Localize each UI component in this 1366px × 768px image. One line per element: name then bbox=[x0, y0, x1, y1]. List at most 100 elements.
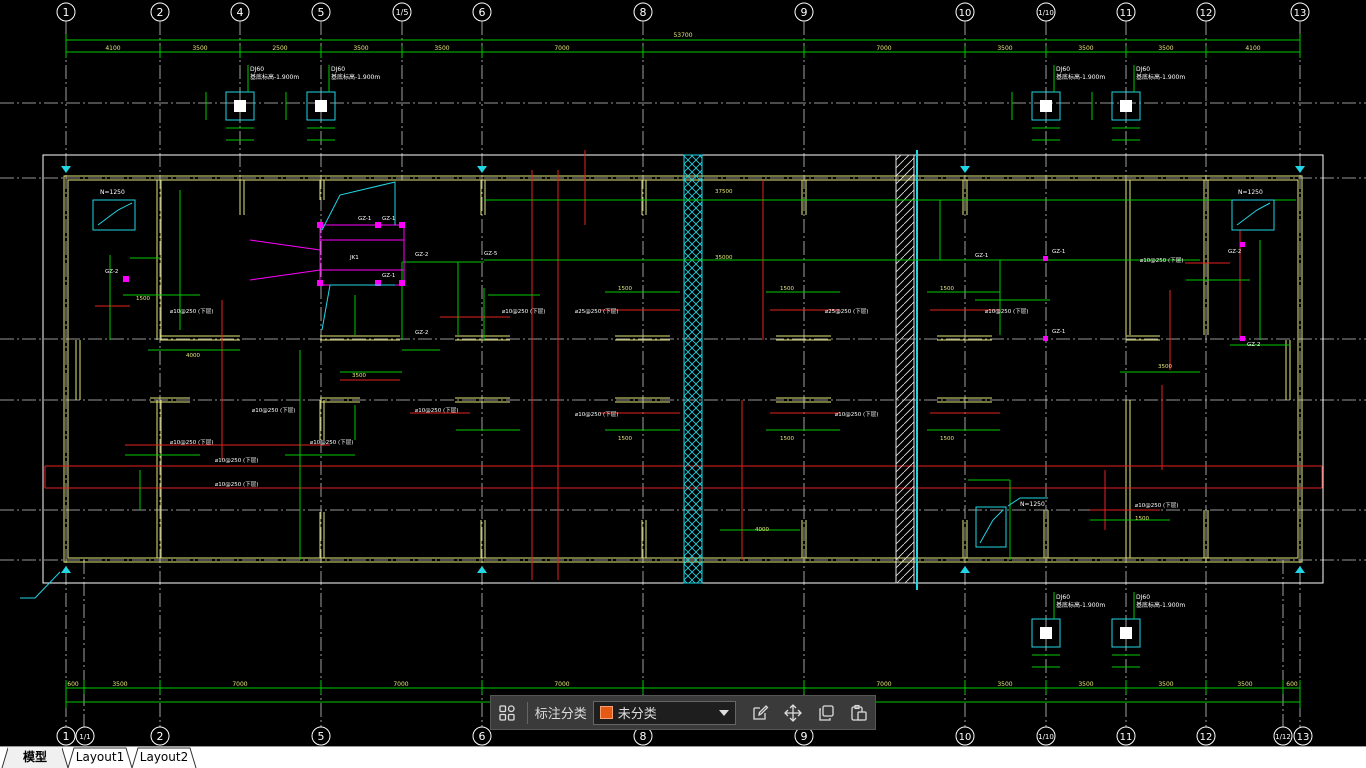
axis-bubble: 5 bbox=[311, 726, 331, 746]
tab-layout2[interactable]: Layout2 bbox=[139, 750, 189, 764]
pile-cap-labels: DJ60 基底标高-1.900m DJ60 基底标高-1.900m DJ60 基… bbox=[250, 66, 1185, 81]
annotations: GZ-2 GZ-1 GZ-1 GZ-1 GZ-2 GZ-5 GZ-2 JK1 G… bbox=[105, 216, 1260, 509]
pile-cap-labels-bottom: DJ60 基底标高-1.900m DJ60 基底标高-1.900m bbox=[1056, 594, 1185, 609]
gz-label: GZ-1 bbox=[358, 216, 371, 222]
dim-text: 3500 bbox=[1078, 681, 1093, 688]
dim-text: 1500 bbox=[618, 286, 632, 292]
rebar-note: ⌀10@250 (下层) bbox=[252, 407, 295, 414]
axis-label: 8 bbox=[640, 730, 647, 743]
rebar-note: ⌀10@250 (下层) bbox=[985, 308, 1028, 315]
inner-dimensions bbox=[109, 190, 1296, 560]
dim-text: 1500 bbox=[136, 296, 150, 302]
pile-cap-label: DJ60 bbox=[1056, 66, 1070, 73]
overall-dimension: 53700 bbox=[673, 32, 692, 39]
rebar-note: ⌀10@250 (下层) bbox=[502, 308, 545, 315]
axis-label: 1/10 bbox=[1038, 733, 1054, 741]
tab-model[interactable]: 模型 bbox=[8, 747, 62, 768]
axis-bubble: 2 bbox=[150, 726, 170, 746]
axis-bubble: 6 bbox=[472, 726, 492, 746]
dim-text: 7000 bbox=[393, 681, 408, 688]
copy-button[interactable] bbox=[809, 696, 842, 729]
gz-label: GZ-5 bbox=[484, 251, 498, 257]
axis-label: 11 bbox=[1120, 732, 1133, 743]
pile-cap-details-bottom bbox=[1031, 592, 1141, 668]
category-dropdown[interactable]: 未分类 bbox=[592, 700, 736, 725]
tab-layout1[interactable]: Layout1 bbox=[75, 750, 125, 764]
rebar-note: ⌀10@250 (下层) bbox=[310, 439, 353, 446]
hatch-zone-white bbox=[895, 154, 915, 584]
dim-text: 3500 bbox=[353, 45, 368, 52]
leader-line bbox=[20, 571, 61, 599]
dim-text: 7000 bbox=[554, 45, 569, 52]
svg-text:N=1250: N=1250 bbox=[1020, 501, 1045, 508]
paste-button[interactable] bbox=[842, 696, 875, 729]
dim-text: 1500 bbox=[940, 436, 954, 442]
axis-label: 10 bbox=[959, 8, 972, 19]
pile-cap-label: DJ60 bbox=[1056, 594, 1070, 601]
axis-label: 4 bbox=[237, 6, 244, 19]
axis-label: 9 bbox=[801, 730, 808, 743]
chevron-down-icon bbox=[718, 709, 729, 716]
pile-cap-note: 基底标高-1.900m bbox=[1056, 601, 1105, 609]
dim-text: 1500 bbox=[618, 436, 632, 442]
toolbar-divider bbox=[526, 701, 528, 724]
dim-text: 2500 bbox=[272, 45, 287, 52]
axis-label: 11 bbox=[1120, 8, 1133, 19]
move-button[interactable] bbox=[777, 696, 810, 729]
pile-cap-label: DJ60 bbox=[250, 66, 264, 73]
dim-text: 3500 bbox=[1078, 45, 1093, 52]
dim-text: 37500 bbox=[715, 189, 733, 195]
axis-label: 10 bbox=[959, 732, 972, 743]
axis-label: 1 bbox=[63, 6, 70, 19]
cyan-outline bbox=[321, 181, 396, 331]
axis-label: 12 bbox=[1200, 8, 1213, 19]
gz-label: GZ-1 bbox=[1052, 249, 1065, 255]
pile-cap-label: DJ60 bbox=[1136, 594, 1150, 601]
dim-text: 600 bbox=[67, 681, 79, 688]
pile-cap-note: 基底标高-1.900m bbox=[1056, 73, 1105, 81]
dim-text: 1500 bbox=[780, 436, 794, 442]
top-dimension-texts: 53700 4100 3500 2500 3500 3500 7000 7000… bbox=[105, 32, 1260, 52]
top-dimension-chain bbox=[65, 34, 1301, 58]
jk-label: JK1 bbox=[349, 255, 359, 261]
dim-text: 7000 bbox=[876, 45, 891, 52]
edit-annotation-button[interactable] bbox=[744, 696, 777, 729]
grid-apps-icon bbox=[499, 704, 516, 721]
axis-bubbles-bottom: 1 1/1 2 5 6 8 9 10 1/10 11 12 1/12 13 bbox=[56, 726, 1313, 746]
grid-apps-button[interactable] bbox=[491, 696, 524, 729]
sump-pits bbox=[92, 199, 1275, 548]
axis-label: 6 bbox=[479, 730, 486, 743]
slab-outline bbox=[42, 154, 1324, 584]
dim-text: 1500 bbox=[1135, 516, 1149, 522]
axis-label: 2 bbox=[157, 6, 164, 19]
axis-gridlines bbox=[0, 21, 1366, 727]
gz-markers bbox=[123, 222, 1245, 341]
dim-text: 3500 bbox=[112, 681, 127, 688]
rebar-note: ⌀10@250 (下层) bbox=[170, 439, 213, 446]
gz-label: GZ-1 bbox=[975, 253, 988, 259]
axis-label: 13 bbox=[1294, 8, 1307, 19]
category-color-swatch bbox=[599, 706, 613, 719]
axis-label: 13 bbox=[1297, 732, 1310, 743]
construction-columns bbox=[249, 224, 405, 286]
dim-text: 3500 bbox=[1158, 681, 1173, 688]
copy-icon bbox=[819, 704, 834, 721]
axis-bubble: 13 bbox=[1293, 726, 1313, 746]
axis-label: 1/5 bbox=[396, 8, 409, 17]
axis-bubble: 1/12 bbox=[1273, 726, 1293, 746]
dim-text: 3500 bbox=[997, 681, 1012, 688]
axis-label: 1/10 bbox=[1038, 9, 1054, 17]
cad-drawing-canvas[interactable]: 1 2 4 5 1/5 6 8 9 10 1/10 11 12 13 bbox=[0, 0, 1366, 746]
rebar-note: ⌀10@250 (下层) bbox=[415, 407, 458, 414]
axis-label: 6 bbox=[479, 6, 486, 19]
dim-text: 3500 bbox=[997, 45, 1012, 52]
dim-text: 7000 bbox=[554, 681, 569, 688]
axis-label: 8 bbox=[640, 6, 647, 19]
rebar-note: ⌀10@250 (下层) bbox=[575, 411, 618, 418]
axis-bubble: 1 bbox=[56, 726, 76, 746]
svg-text:N=1250: N=1250 bbox=[1238, 189, 1263, 196]
layout-tab-bar: 模型 Layout1 Layout2 bbox=[0, 746, 1366, 768]
axis-bubble: 1/1 bbox=[75, 726, 95, 746]
section-markers bbox=[61, 166, 1305, 573]
axis-label: 9 bbox=[801, 6, 808, 19]
